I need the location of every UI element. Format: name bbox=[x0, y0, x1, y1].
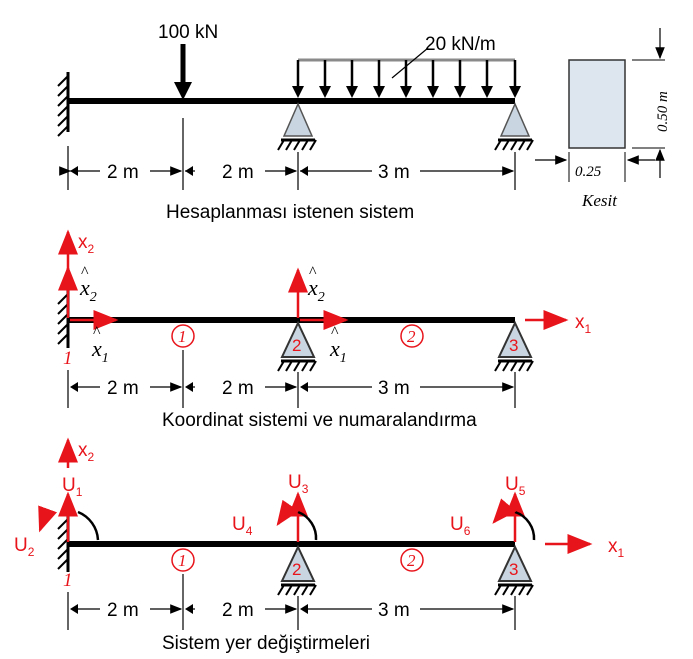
axis-x1-label: x1 bbox=[575, 312, 592, 336]
dim-label-2: 2 m bbox=[222, 162, 254, 183]
svg-text:2: 2 bbox=[407, 327, 416, 346]
dof-node-1: U1 U2 bbox=[14, 475, 100, 559]
node-1-label-bottom: 1 bbox=[63, 570, 73, 591]
global-axes-bottom: x2 x1 bbox=[58, 437, 625, 560]
pin-support-top-2 bbox=[494, 102, 534, 151]
middle-system: x2 x1 x2 ^ x1 ^ x2 ^ x1 ^ 1 1 bbox=[57, 229, 592, 431]
dof-U2-label: U2 bbox=[14, 535, 35, 559]
section-width: 0.25 bbox=[575, 164, 602, 180]
local-x1-label: x1 bbox=[91, 336, 109, 366]
caption-bottom: Sistem yer değiştirmeleri bbox=[162, 633, 370, 654]
pin-support-bottom-1: 2 bbox=[277, 544, 317, 596]
caption-middle: Koordinat sistemi ve numaralandırma bbox=[162, 410, 477, 431]
dim-label-1: 2 m bbox=[107, 162, 139, 183]
pin-support-top-1 bbox=[277, 102, 317, 151]
cross-section: 0.25 Kesit 0.50 m bbox=[535, 28, 671, 210]
dim-label-1: 2 m bbox=[107, 378, 139, 399]
local-x2-label: x2 bbox=[79, 275, 97, 305]
element-2-marker-bottom: 2 bbox=[400, 548, 424, 572]
dim-label-1: 2 m bbox=[107, 600, 139, 621]
dimension-line-top: 2 m 2 m 3 m bbox=[59, 118, 516, 190]
element-2-marker: 2 bbox=[400, 324, 424, 348]
axis-x1-label-bottom: x1 bbox=[608, 536, 625, 560]
dof-U4-label: U4 bbox=[232, 514, 253, 538]
local-axes-node2: x2 ^ x1 ^ bbox=[288, 264, 349, 366]
section-height: 0.50 m bbox=[655, 91, 671, 132]
point-load-label: 100 kN bbox=[158, 22, 218, 43]
hat-icon: ^ bbox=[93, 324, 101, 341]
local-x1-label-n2: x1 bbox=[329, 336, 347, 366]
dim-label-2: 2 m bbox=[222, 378, 254, 399]
dim-label-3: 3 m bbox=[378, 600, 410, 621]
node-2-label-bottom: 2 bbox=[292, 560, 301, 579]
node-3-label: 3 bbox=[509, 336, 518, 355]
dim-label-2: 2 m bbox=[222, 600, 254, 621]
distributed-load: 20 kN/m bbox=[292, 34, 521, 98]
dimension-line-middle: 2 m 2 m 3 m bbox=[67, 350, 516, 408]
dimension-line-bottom: 2 m 2 m 3 m bbox=[67, 574, 516, 630]
axis-x2-label-bottom: x2 bbox=[78, 440, 95, 464]
caption-top: Hesaplanması istenen sistem bbox=[166, 202, 414, 223]
dof-U1-label: U1 bbox=[62, 475, 83, 499]
dof-U3-label: U3 bbox=[288, 472, 309, 496]
element-1-marker-bottom: 1 bbox=[171, 548, 195, 572]
dof-U5-label: U5 bbox=[505, 474, 526, 498]
section-label: Kesit bbox=[581, 191, 618, 210]
svg-text:2: 2 bbox=[407, 551, 416, 570]
global-axes-middle: x2 x1 bbox=[58, 229, 592, 336]
pin-support-middle-2: 3 bbox=[494, 320, 534, 372]
bottom-system: x2 x1 U1 U2 1 U3 U4 U5 U6 bbox=[14, 437, 625, 654]
top-system: 100 kN 20 kN/m bbox=[57, 22, 671, 223]
fixed-support-bottom bbox=[57, 515, 70, 572]
hat-icon: ^ bbox=[81, 264, 89, 281]
hat-icon: ^ bbox=[331, 324, 339, 341]
hat-icon: ^ bbox=[309, 264, 317, 281]
pin-support-middle-1: 2 bbox=[277, 320, 317, 372]
dof-U6-label: U6 bbox=[450, 514, 471, 538]
fixed-support-top bbox=[57, 72, 70, 137]
point-load: 100 kN bbox=[158, 22, 218, 100]
local-x2-label-n2: x2 bbox=[307, 275, 325, 305]
axis-x2-label: x2 bbox=[78, 232, 95, 256]
dim-label-3: 3 m bbox=[378, 162, 410, 183]
dim-label-3: 3 m bbox=[378, 378, 410, 399]
element-1-marker: 1 bbox=[171, 324, 195, 348]
local-axes-node1: x2 ^ x1 ^ bbox=[58, 264, 119, 366]
distributed-load-label: 20 kN/m bbox=[425, 34, 496, 55]
pin-support-bottom-2: 3 bbox=[494, 544, 534, 596]
dof-node-3: U5 U6 bbox=[450, 474, 536, 542]
node-2-label: 2 bbox=[292, 336, 301, 355]
svg-text:1: 1 bbox=[178, 551, 187, 570]
svg-text:1: 1 bbox=[178, 327, 187, 346]
node-1-label: 1 bbox=[63, 348, 73, 369]
dof-node-2: U3 U4 bbox=[232, 472, 318, 542]
node-3-label-bottom: 3 bbox=[509, 560, 518, 579]
fixed-support-middle bbox=[57, 290, 70, 348]
